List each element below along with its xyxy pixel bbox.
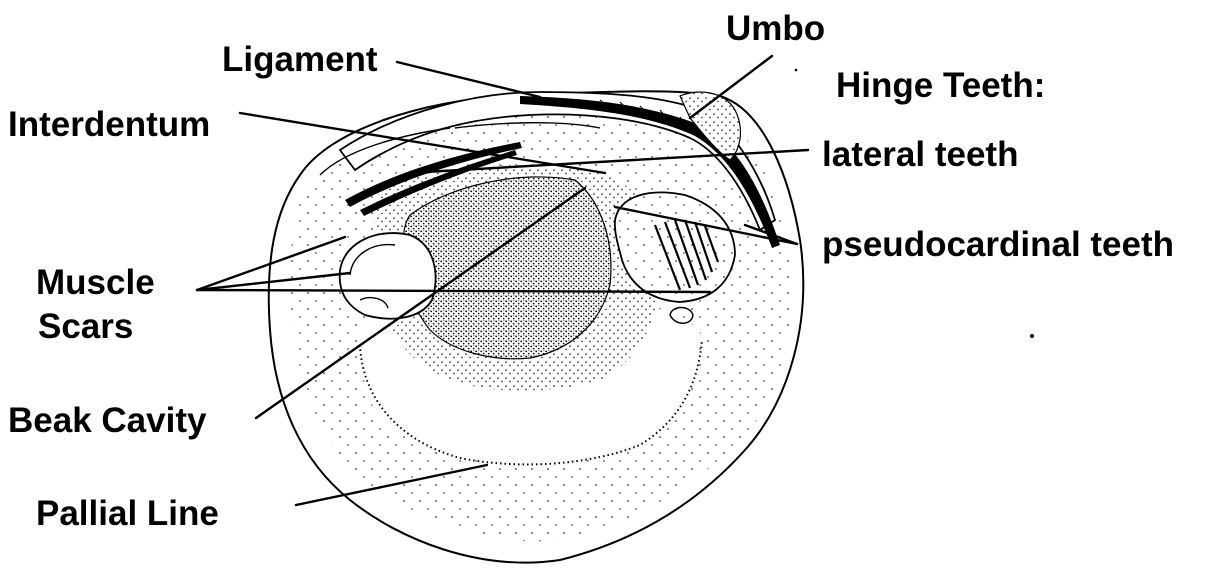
- label-beak-cavity: Beak Cavity: [8, 401, 207, 440]
- speck: [1030, 334, 1034, 338]
- speck: [795, 69, 798, 72]
- label-lateral-teeth: lateral teeth: [822, 135, 1018, 174]
- label-umbo: Umbo: [726, 9, 825, 48]
- label-muscle-scars-line1: Muscle: [36, 263, 155, 302]
- label-muscle-scars-line2: Scars: [38, 307, 133, 346]
- label-interdentum: Interdentum: [8, 105, 210, 144]
- label-pallial-line: Pallial Line: [36, 494, 219, 533]
- label-ligament: Ligament: [222, 40, 378, 79]
- leader-ligament: [397, 62, 540, 97]
- label-hinge-teeth: Hinge Teeth:: [836, 66, 1045, 105]
- label-pseudocardinal-teeth: pseudocardinal teeth: [822, 225, 1174, 264]
